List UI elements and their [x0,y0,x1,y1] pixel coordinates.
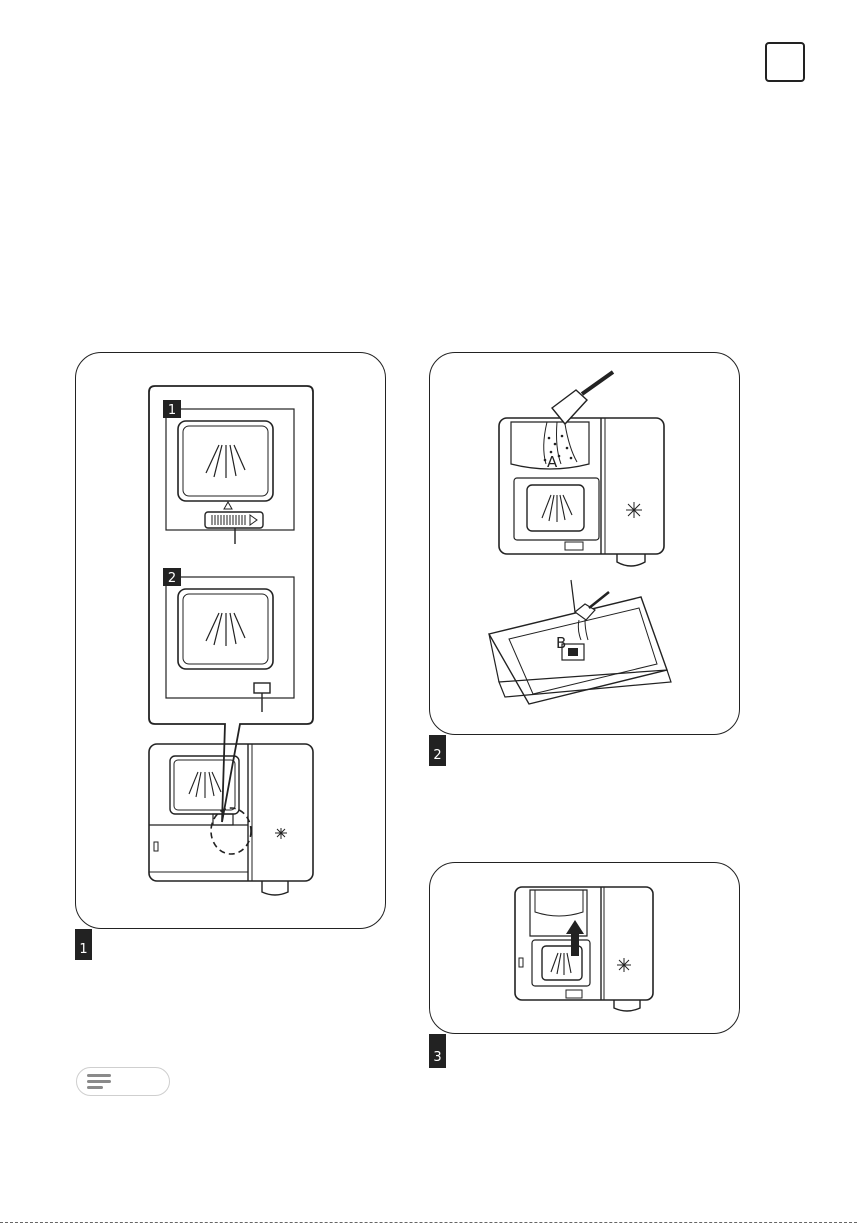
callout-b: B [556,634,566,652]
rinse-aid-sparkle-icon [275,828,287,839]
figure-2-number: 2 [429,735,446,766]
note-button[interactable] [76,1067,170,1096]
rinse-aid-sparkle-icon [626,502,642,518]
callout-a: A [547,453,558,471]
rinse-aid-sparkle-icon [617,958,631,972]
arrow-up-icon [566,920,584,956]
figure-1-number: 1 [75,929,92,960]
inset-1-label: 1 [168,403,176,418]
figure-3-number-text: 3 [433,1050,441,1065]
figure-2-illustration: A B [429,352,740,735]
figure-2-number-text: 2 [433,748,441,763]
figure-3-panel [429,862,740,1034]
figure-1-panel: 1 2 [75,352,386,929]
notes-lines-icon [87,1074,113,1090]
figure-1-number-text: 1 [79,942,87,957]
inset-2-label: 2 [168,571,176,586]
figure-2-panel: A B [429,352,740,735]
figure-3-illustration [429,862,740,1034]
figure-3-number: 3 [429,1034,446,1068]
page-bottom-rule [0,1222,857,1223]
figure-1-illustration: 1 2 [75,352,386,929]
language-box-icon [765,42,805,82]
